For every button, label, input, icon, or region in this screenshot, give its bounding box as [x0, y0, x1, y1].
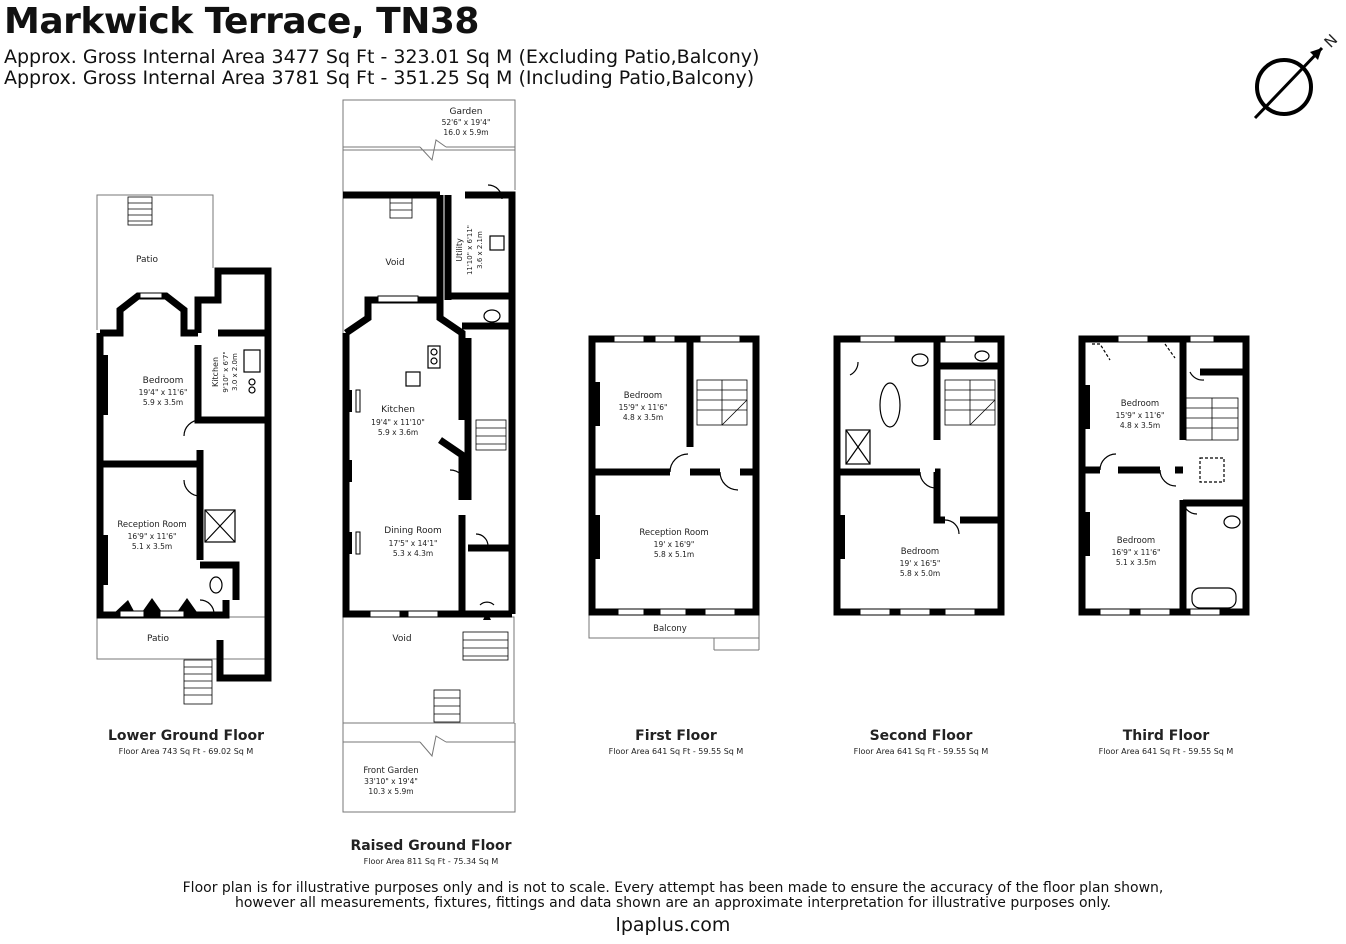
first-floor-plan: [588, 335, 760, 651]
rg-front-garden-name: Front Garden: [363, 766, 418, 776]
tf-bedroom-top-name: Bedroom: [1121, 399, 1159, 409]
ff-bedroom-imperial: 15'9" x 11'6": [619, 403, 668, 412]
rg-dining-imperial: 17'5" x 14'1": [389, 539, 438, 548]
lower-ground-floor-area: Floor Area 743 Sq Ft - 69.02 Sq M: [119, 747, 254, 756]
first-floor-area: Floor Area 641 Sq Ft - 59.55 Sq M: [609, 747, 744, 756]
compass-label: N: [1321, 31, 1342, 52]
tf-bedroom-bottom-name: Bedroom: [1117, 536, 1155, 546]
disclaimer-line-2: however all measurements, fixtures, fitt…: [234, 895, 1112, 911]
north-compass-icon: N: [1253, 31, 1342, 120]
ff-bedroom-name: Bedroom: [624, 391, 662, 401]
website-link[interactable]: lpaplus.com: [615, 914, 731, 936]
ff-balcony-label: Balcony: [653, 624, 687, 634]
rg-garden-name: Garden: [450, 107, 483, 117]
lg-kitchen-imperial: 9'10" x 6'7": [222, 351, 230, 392]
sf-bedroom-name: Bedroom: [901, 547, 939, 557]
ff-reception-name: Reception Room: [639, 528, 708, 538]
ff-reception-imperial: 19' x 16'9": [654, 540, 695, 549]
third-floor-title: Third Floor: [1123, 728, 1210, 744]
rg-utility-imperial: 11'10" x 6'11": [466, 225, 474, 275]
ff-reception-metric: 5.8 x 5.1m: [654, 550, 694, 559]
lg-patio-bottom-label: Patio: [147, 634, 170, 644]
lg-bedroom-metric: 5.9 x 3.5m: [143, 398, 183, 407]
first-floor-title: First Floor: [635, 728, 717, 744]
rg-dining-name: Dining Room: [384, 526, 442, 536]
third-floor-area: Floor Area 641 Sq Ft - 59.55 Sq M: [1099, 747, 1234, 756]
raised-ground-floor-title: Raised Ground Floor: [350, 838, 511, 854]
lg-reception-name: Reception Room: [117, 520, 186, 530]
lg-reception-metric: 5.1 x 3.5m: [132, 542, 172, 551]
rg-utility-metric: 3.6 x 2.1m: [476, 231, 484, 269]
sf-bedroom-imperial: 19' x 16'5": [900, 559, 941, 568]
lower-ground-floor-plan: [96, 194, 272, 705]
lg-patio-top-label: Patio: [136, 255, 159, 265]
tf-bedroom-top-imperial: 15'9" x 11'6": [1116, 411, 1165, 420]
lg-bedroom-name: Bedroom: [143, 376, 184, 386]
page-title: Markwick Terrace, TN38: [4, 1, 479, 42]
rg-kitchen-name: Kitchen: [381, 405, 415, 415]
area-excluding: Approx. Gross Internal Area 3477 Sq Ft -…: [4, 46, 760, 68]
lg-kitchen-metric: 3.0 x 2.0m: [231, 353, 239, 391]
lg-kitchen-name: Kitchen: [211, 357, 220, 387]
rg-void-bottom-label: Void: [392, 634, 411, 644]
lg-bedroom-imperial: 19'4" x 11'6": [139, 388, 188, 397]
area-including: Approx. Gross Internal Area 3781 Sq Ft -…: [4, 67, 755, 89]
rg-front-garden-imperial: 33'10" x 19'4": [364, 777, 418, 786]
rg-kitchen-metric: 5.9 x 3.6m: [378, 428, 418, 437]
raised-ground-floor-plan: [342, 99, 516, 813]
disclaimer-line-1: Floor plan is for illustrative purposes …: [182, 880, 1164, 896]
rg-void-top-label: Void: [385, 258, 404, 268]
third-floor-plan: [1078, 335, 1250, 616]
raised-ground-floor-area: Floor Area 811 Sq Ft - 75.34 Sq M: [364, 857, 499, 866]
rg-utility-name: Utility: [455, 238, 464, 262]
lower-ground-floor-title: Lower Ground Floor: [108, 728, 264, 744]
tf-bedroom-bottom-metric: 5.1 x 3.5m: [1116, 558, 1156, 567]
second-floor-title: Second Floor: [870, 728, 973, 744]
rg-dining-metric: 5.3 x 4.3m: [393, 549, 433, 558]
lg-reception-imperial: 16'9" x 11'6": [128, 532, 177, 541]
tf-bedroom-bottom-imperial: 16'9" x 11'6": [1112, 548, 1161, 557]
rg-front-garden-metric: 10.3 x 5.9m: [368, 787, 413, 796]
ff-bedroom-metric: 4.8 x 3.5m: [623, 413, 663, 422]
sf-bedroom-metric: 5.8 x 5.0m: [900, 569, 940, 578]
rg-kitchen-imperial: 19'4" x 11'10": [371, 418, 425, 427]
second-floor-area: Floor Area 641 Sq Ft - 59.55 Sq M: [854, 747, 989, 756]
tf-bedroom-top-metric: 4.8 x 3.5m: [1120, 421, 1160, 430]
second-floor-plan: [833, 335, 1005, 616]
rg-garden-imperial: 52'6" x 19'4": [442, 118, 491, 127]
rg-garden-metric: 16.0 x 5.9m: [443, 128, 488, 137]
